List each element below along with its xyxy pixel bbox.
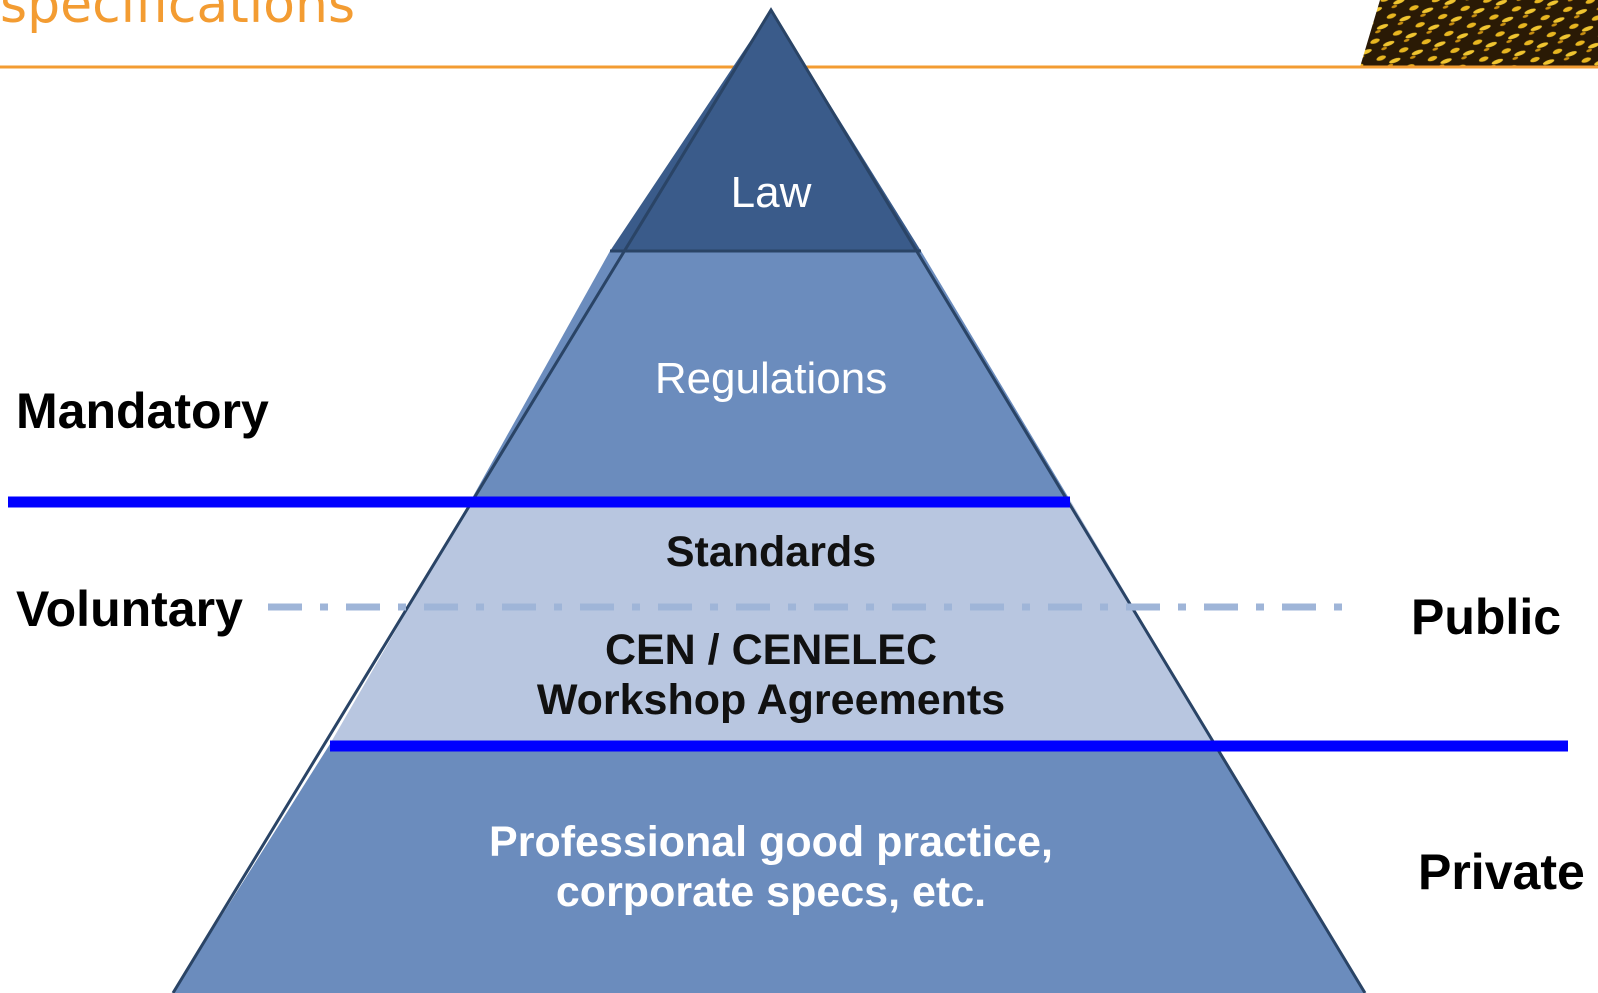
tier-label-workshop-agreements: Workshop Agreements [537, 676, 1005, 724]
tier-label-cen-cenelec: CEN / CENELEC [605, 626, 937, 674]
tier-label-professional-practice: Professional good practice, [489, 818, 1053, 866]
pyramid-tier-standards [330, 500, 1215, 744]
pyramid-tier-private [173, 744, 1365, 993]
leopard-fur-photo-icon [1360, 0, 1598, 67]
label-private: Private [1418, 844, 1585, 900]
tier-label-standards: Standards [666, 528, 876, 576]
slide-title: specifications [0, 0, 355, 35]
tier-label-corporate-specs: corporate specs, etc. [556, 868, 986, 916]
tier-label-regulations: Regulations [655, 354, 887, 403]
pyramid-outline [171, 7, 1367, 993]
label-voluntary: Voluntary [16, 581, 243, 637]
label-public: Public [1411, 589, 1561, 645]
pyramid-tier-regulations [471, 251, 1070, 500]
label-mandatory: Mandatory [16, 383, 269, 439]
pyramid-tier-law [610, 10, 921, 251]
tier-label-law: Law [731, 168, 812, 217]
